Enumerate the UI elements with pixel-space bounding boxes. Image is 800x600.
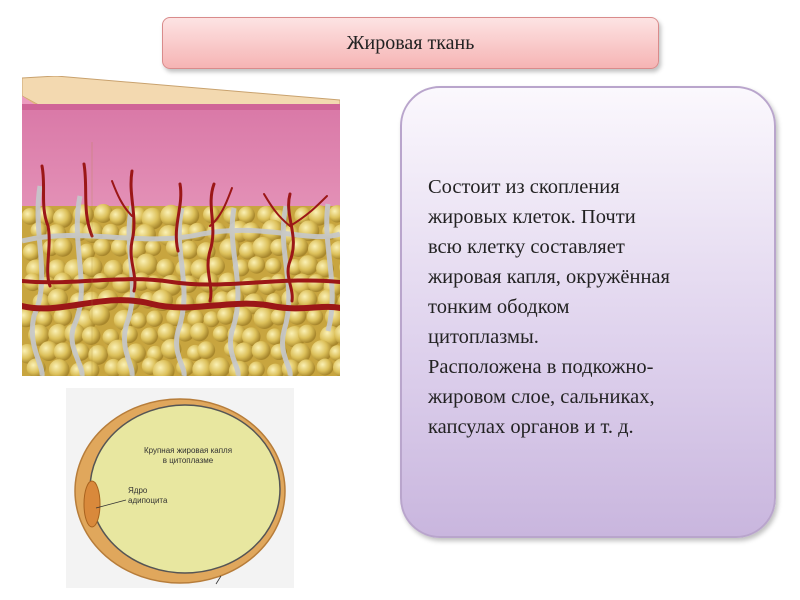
page-title: Жировая ткань: [162, 17, 659, 69]
fat-cell: [234, 342, 254, 363]
fat-cell: [316, 358, 334, 376]
fat-cell: [311, 340, 333, 362]
fat-cell: [152, 360, 175, 376]
fat-cell: [240, 277, 259, 296]
fat-cell: [209, 357, 231, 376]
fat-cell: [270, 308, 288, 326]
fat-cell: [145, 239, 162, 256]
description-panel: Состоит из скопления жировых клеток. Поч…: [400, 86, 776, 538]
fat-cell: [266, 328, 283, 345]
nucleus-label-line2: адипоцита: [128, 496, 168, 505]
fat-cell: [206, 256, 225, 276]
fat-cell: [332, 358, 340, 376]
fat-cell: [93, 203, 113, 223]
fat-cell: [52, 208, 73, 229]
droplet-label-line2: в цитоплазме: [163, 456, 214, 465]
fat-cell: [81, 361, 100, 376]
fat-cell: [338, 295, 340, 307]
fat-cell: [290, 343, 311, 364]
fat-cell: [81, 326, 101, 345]
fat-cell: [88, 345, 109, 365]
fat-cell: [48, 359, 70, 376]
fat-cell: [38, 341, 59, 361]
adipocyte-nucleus: [83, 480, 101, 528]
fat-cell: [334, 324, 340, 344]
fat-cell: [112, 274, 132, 294]
droplet-label-line1: Крупная жировая капля: [144, 446, 232, 455]
description-text: Состоит из скопления жировых клеток. Поч…: [428, 176, 670, 438]
fat-cell: [307, 274, 326, 293]
fat-cell: [252, 236, 274, 259]
fat-cell: [339, 263, 340, 272]
fat-cell: [48, 323, 69, 345]
fat-cell: [308, 239, 328, 259]
fat-cell: [192, 358, 214, 376]
fat-cell: [241, 327, 261, 347]
fat-cell: [253, 307, 276, 329]
fat-cell: [267, 363, 284, 376]
fat-cell: [329, 345, 340, 362]
skin-tissue-illustration: [22, 76, 340, 376]
fat-cell: [22, 243, 41, 261]
fat-cell: [156, 258, 175, 278]
fat-cell: [35, 310, 53, 328]
fat-cell: [212, 325, 230, 343]
fat-cell: [140, 327, 158, 345]
nucleus-label-line1: Ядро: [128, 486, 148, 495]
fat-cell: [157, 323, 177, 342]
fat-cell: [219, 238, 241, 260]
fat-cell: [146, 310, 163, 327]
fat-cell: [179, 205, 200, 226]
fat-cell: [297, 359, 316, 376]
fat-cell: [248, 361, 265, 376]
fat-cell: [53, 307, 73, 327]
fat-cell: [251, 341, 271, 360]
fat-cell: [53, 342, 72, 361]
fat-cell: [238, 206, 255, 224]
fat-cell: [298, 255, 319, 276]
fat-cell: [103, 259, 124, 280]
fat-cell: [298, 289, 318, 310]
fat-cell: [297, 324, 317, 343]
fat-cell: [306, 308, 324, 326]
fat-cell: [78, 243, 96, 261]
fat-cell: [132, 272, 151, 291]
fat-cell: [203, 311, 220, 328]
fat-cell: [135, 253, 158, 276]
fat-cell: [53, 237, 73, 257]
fat-cell: [22, 208, 39, 225]
fat-cell: [217, 306, 236, 325]
fat-cell: [328, 205, 340, 223]
fat-cell: [197, 341, 216, 359]
fat-cell: [141, 207, 164, 230]
fat-cell: [82, 256, 103, 278]
fat-cell: [93, 238, 111, 257]
fat-droplet: [89, 404, 281, 574]
fat-cell: [288, 306, 307, 325]
adipocyte-diagram: Крупная жировая капля в цитоплазме Ядро …: [66, 388, 294, 588]
fat-cell: [239, 242, 257, 260]
fat-cell: [88, 304, 110, 326]
fat-cell: [109, 208, 127, 226]
blood-vessels: [22, 162, 340, 312]
fat-cell: [110, 238, 130, 257]
nucleus-pointer: [95, 499, 127, 509]
membrane-pointer: [215, 575, 222, 585]
fat-cell: [308, 205, 330, 226]
connective-fibers: [22, 185, 340, 376]
fat-cell: [247, 256, 266, 274]
fat-cell: [190, 322, 209, 342]
fat-cell: [130, 312, 147, 329]
fat-cell: [47, 288, 68, 309]
fat-cell: [330, 240, 340, 260]
fat-cell: [179, 240, 199, 260]
fat-cell: [265, 257, 282, 274]
